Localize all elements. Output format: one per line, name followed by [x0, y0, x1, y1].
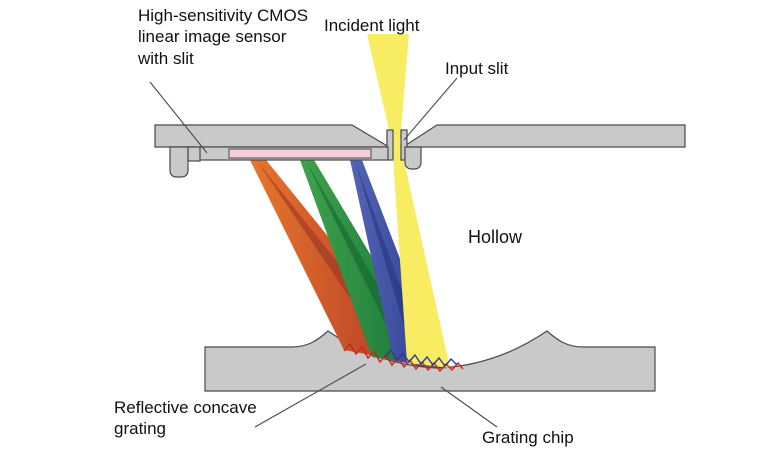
input-slit-label: Input slit [445, 59, 509, 78]
package-clip-right [404, 146, 422, 170]
grating-zigzag-blue [384, 348, 458, 368]
leader-line-input-slit [403, 77, 458, 141]
package-clip-left [169, 146, 189, 178]
image-sensor-strip [228, 148, 372, 159]
leader-line-sensor [149, 81, 208, 154]
grating-zigzag-red [343, 342, 464, 373]
grating-chip-label: Grating chip [482, 428, 574, 447]
leader-line-grating [254, 363, 367, 428]
grating-chip-body [204, 330, 656, 392]
slit-wall-right [400, 129, 408, 161]
top-plate-right [400, 124, 686, 148]
incident-beam-lower [392, 143, 450, 368]
reflective-concave-grating-label: Reflective concave grating [114, 398, 257, 439]
top-plate-left [154, 124, 392, 148]
leader-line-chip [440, 386, 498, 428]
slit-wall-left [386, 129, 394, 161]
package-clip-left-tab [187, 146, 201, 162]
incident-light-label: Incident light [324, 16, 420, 35]
sensor-label: High-sensitivity CMOS linear image senso… [138, 6, 309, 68]
incident-beam-upper [367, 34, 409, 143]
hollow-label: Hollow [468, 227, 523, 247]
